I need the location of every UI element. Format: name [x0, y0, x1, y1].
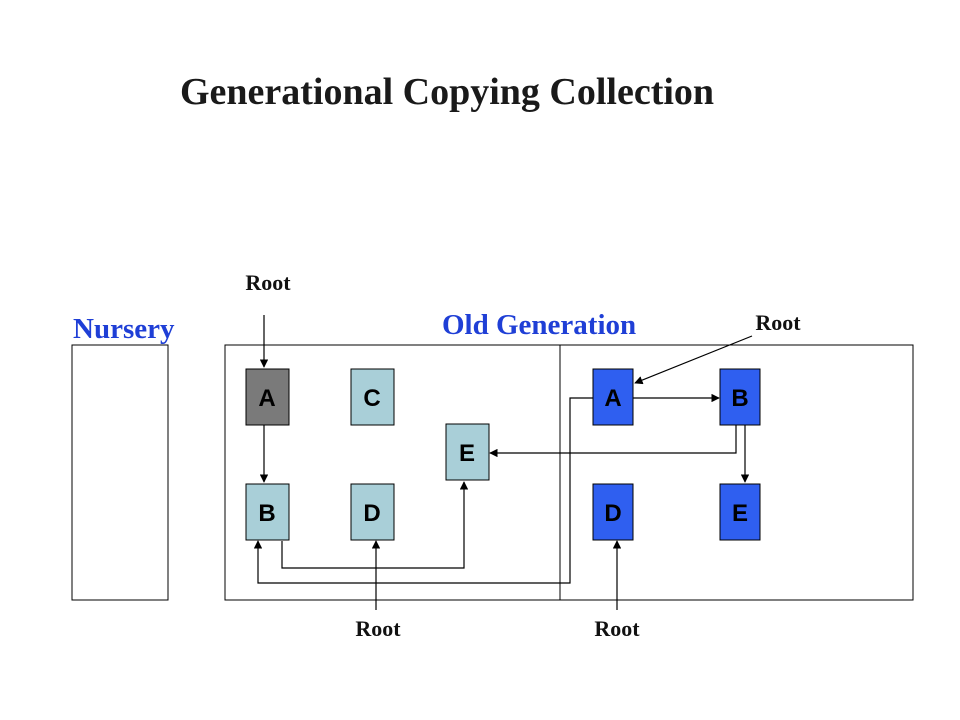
edges [253, 315, 753, 610]
old-generation-label: Old Generation [442, 309, 636, 341]
nursery-label: Nursery [73, 313, 175, 345]
old-node-a-label: A [604, 385, 621, 412]
old-node-b-box [719, 368, 761, 426]
node-d-box [350, 483, 395, 541]
node-a-box [245, 368, 290, 426]
edge-old-a-to-nursery-b [253, 397, 594, 584]
old-node-a: A [592, 368, 634, 426]
old-node-b-label: B [731, 385, 748, 412]
old-node-b: B [719, 368, 761, 426]
node-e-box [445, 423, 490, 481]
node-a: A [245, 368, 290, 426]
node-b-label: B [258, 500, 275, 527]
old-node-d-box [592, 483, 634, 541]
node-a-label: A [258, 385, 275, 412]
node-d-label: D [363, 500, 380, 527]
node-c-box [350, 368, 395, 426]
old-node-a-box [592, 368, 634, 426]
edge-b-to-e [281, 481, 469, 569]
root-label-bottom-right: Root [594, 616, 640, 641]
node-b: B [245, 483, 290, 541]
old-node-e-box [719, 483, 761, 541]
node-c: C [350, 368, 395, 426]
page-title: Generational Copying Collection [180, 71, 714, 113]
old-node-e: E [719, 483, 761, 541]
old-node-e-label: E [732, 500, 748, 527]
nursery-space [71, 344, 169, 601]
old-node-d: D [592, 483, 634, 541]
root-label-bottom-left: Root [355, 616, 401, 641]
edge-root-to-old-a [634, 335, 753, 385]
node-e: E [445, 423, 490, 481]
root-label-right: Root [755, 310, 801, 335]
root-label-top: Root [245, 270, 291, 295]
node-d: D [350, 483, 395, 541]
node-c-label: C [363, 385, 380, 412]
edge-old-b-to-nursery-e [489, 425, 737, 458]
old-node-d-label: D [604, 500, 621, 527]
node-e-label: E [459, 440, 475, 467]
node-b-box [245, 483, 290, 541]
